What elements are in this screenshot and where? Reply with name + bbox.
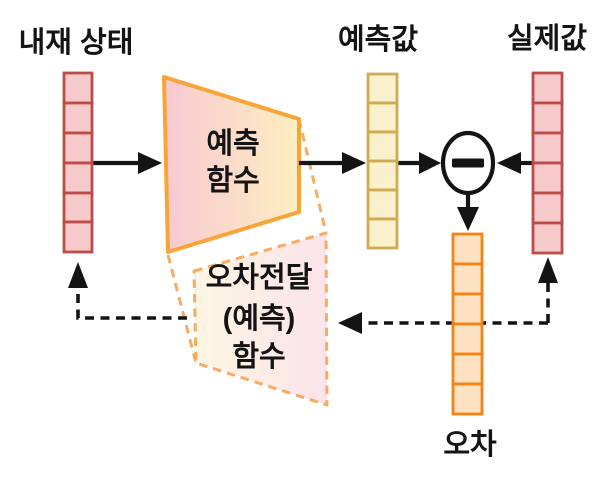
label-latent-state: 내재 상태 [19, 26, 134, 59]
error-propagation-trapezoid [192, 231, 329, 407]
arrowhead-down-icon [457, 207, 479, 231]
vector-cell [62, 161, 94, 195]
vector-cell [451, 262, 484, 296]
vector-cell [531, 131, 564, 165]
prediction-function-text-line2: 함수 [206, 164, 259, 197]
minus-icon [452, 158, 484, 168]
dashed-connector-left [166, 254, 198, 364]
arrowhead-left-icon [497, 152, 521, 174]
vector-cell [366, 101, 399, 134]
arrowhead-left-icon [338, 312, 362, 334]
vector-cell [62, 71, 94, 105]
prediction-function-text-line1: 예측 [206, 127, 259, 160]
error-propagation-text-line2: (예측) [223, 302, 296, 335]
vector-cell [531, 191, 564, 225]
arrowhead-right-icon [138, 152, 162, 174]
vector-cell [366, 72, 399, 105]
vector-cell [366, 217, 399, 250]
actual-value-vector [531, 71, 564, 255]
vector-cell [366, 188, 399, 221]
vector-cell [62, 101, 94, 135]
vector-cell [531, 161, 564, 195]
vector-cell [366, 159, 399, 192]
forward-arrows [92, 152, 533, 231]
vector-cell [62, 191, 94, 224]
latent-state-vector [62, 71, 94, 254]
arrowhead-up-icon [68, 262, 88, 288]
label-predicted-value: 예측값 [338, 23, 418, 56]
vector-cell [451, 232, 484, 266]
feedback-path-left [68, 262, 187, 320]
vector-cell [62, 220, 94, 254]
prediction-trapezoid [162, 75, 301, 254]
vector-cell [451, 292, 484, 326]
vector-cell [451, 382, 484, 416]
error-vector [451, 232, 484, 416]
vector-cell [451, 352, 484, 386]
feedback-path-right [338, 257, 558, 334]
vector-cell [531, 71, 564, 105]
vector-cell [531, 101, 564, 135]
dashed-connector-right [297, 118, 328, 234]
vector-cell [366, 130, 399, 163]
label-actual-value: 실제값 [507, 22, 587, 55]
vector-cell [531, 221, 564, 255]
label-error: 오차 [443, 428, 497, 461]
arrowhead-up-icon [538, 257, 558, 283]
vector-cell [451, 322, 484, 356]
vector-cell [62, 131, 94, 165]
error-propagation-text-line3: 함수 [232, 340, 285, 373]
arrowhead-right-icon [419, 152, 441, 174]
error-propagation-text-line1: 오차전달 [206, 261, 313, 294]
subtraction-node [440, 130, 496, 196]
prediction-value-vector [366, 72, 399, 250]
arrowhead-right-icon [342, 152, 366, 174]
